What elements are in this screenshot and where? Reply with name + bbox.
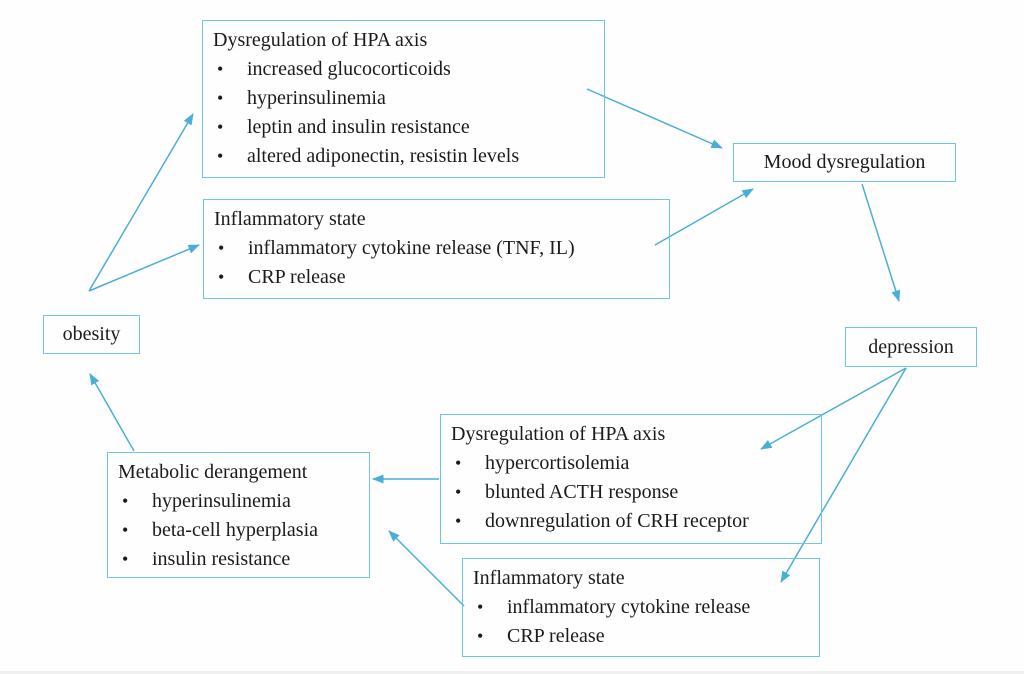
bullet-text: insulin resistance	[152, 548, 291, 570]
bullet-marker: •	[218, 238, 225, 258]
bullet-text: beta-cell hyperplasia	[152, 519, 319, 541]
bullet-item: • inflammatory cytokine release (TNF, IL…	[214, 234, 661, 263]
bullet-marker: •	[217, 59, 224, 79]
box-title: Mood dysregulation	[763, 151, 926, 173]
arrow-mood-to-depression	[861, 183, 901, 302]
bullet-item: • CRP release	[214, 263, 661, 292]
bullet-item: • beta-cell hyperplasia	[118, 516, 361, 545]
box-title: Inflammatory state	[214, 208, 366, 230]
box-title: depression	[868, 335, 954, 358]
bullet-text: hyperinsulinemia	[152, 490, 291, 512]
bullet-item: • inflammatory cytokine release	[473, 593, 811, 622]
box-metabolic-derangement: Metabolic derangement • hyperinsulinemia…	[107, 452, 370, 578]
bullet-item: • downregulation of CRH receptor	[451, 507, 813, 536]
box-title: Inflammatory state	[473, 567, 625, 589]
bullet-marker: •	[122, 491, 129, 511]
bullet-item: • CRP release	[473, 622, 811, 651]
box-title: Dysregulation of HPA axis	[213, 29, 428, 51]
bullet-text: CRP release	[507, 625, 605, 647]
bullet-marker: •	[218, 267, 225, 287]
bullet-marker: •	[217, 146, 224, 166]
box-top-hpa-axis: Dysregulation of HPA axis • increased gl…	[202, 20, 605, 178]
bullet-text: inflammatory cytokine release (TNF, IL)	[248, 237, 575, 259]
arrow-metabolic-to-obesity	[89, 373, 135, 452]
box-title: obesity	[62, 323, 121, 345]
arrow-obesity-to-inflammatory-top	[88, 244, 200, 292]
bullet-text: leptin and insulin resistance	[247, 116, 470, 138]
bottom-edge-artifact	[0, 671, 1024, 674]
bullet-item: • insulin resistance	[118, 545, 361, 574]
bullet-marker: •	[122, 520, 129, 540]
box-obesity: obesity	[43, 315, 140, 354]
bullet-marker: •	[217, 88, 224, 108]
bullet-item: • blunted ACTH response	[451, 478, 813, 507]
bullet-item: • leptin and insulin resistance	[213, 113, 596, 142]
arrow-top-hpa-to-mood	[586, 88, 723, 149]
bullet-text: downregulation of CRH receptor	[485, 510, 749, 532]
bullet-marker: •	[455, 482, 462, 502]
bullet-text: increased glucocorticoids	[247, 58, 451, 80]
bullet-marker: •	[455, 453, 462, 473]
bullet-item: • altered adiponectin, resistin levels	[213, 142, 596, 171]
bullet-text: altered adiponectin, resistin levels	[247, 145, 520, 167]
bullet-text: CRP release	[248, 266, 346, 288]
bullet-item: • hyperinsulinemia	[213, 84, 596, 113]
bullet-item: • increased glucocorticoids	[213, 55, 596, 84]
box-title: Dysregulation of HPA axis	[451, 423, 666, 445]
bullet-item: • hyperinsulinemia	[118, 487, 361, 516]
bullet-text: hypercortisolemia	[485, 452, 630, 474]
box-inflammatory-state-bottom: Inflammatory state • inflammatory cytoki…	[462, 558, 820, 657]
box-mood-dysregulation: Mood dysregulation	[733, 143, 956, 182]
bullet-text: inflammatory cytokine release	[507, 596, 751, 618]
bullet-marker: •	[477, 626, 484, 646]
bullet-text: blunted ACTH response	[485, 481, 679, 503]
bullet-marker: •	[455, 511, 462, 531]
bullet-item: • hypercortisolemia	[451, 449, 813, 478]
box-inflammatory-state-top: Inflammatory state • inflammatory cytoki…	[203, 199, 670, 299]
box-depression: depression	[845, 327, 977, 367]
arrow-obesity-to-top-hpa	[88, 113, 194, 292]
bullet-marker: •	[477, 597, 484, 617]
bullet-marker: •	[122, 549, 129, 569]
bullet-text: hyperinsulinemia	[247, 87, 386, 109]
box-lower-hpa-axis: Dysregulation of HPA axis • hypercortiso…	[440, 414, 822, 544]
bullet-marker: •	[217, 117, 224, 137]
box-title: Metabolic derangement	[118, 461, 308, 483]
